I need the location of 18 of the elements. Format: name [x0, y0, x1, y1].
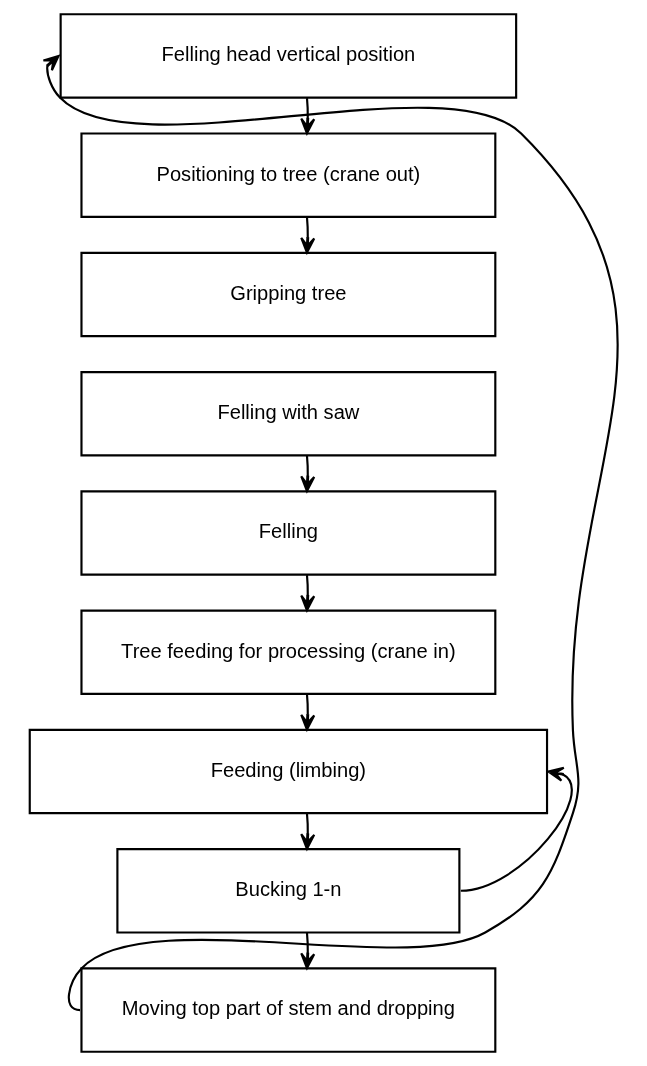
- node-box: Tree feeding for processing (crane in): [79, 609, 496, 695]
- arrow: [299, 98, 315, 135]
- node-box: Gripping tree: [79, 251, 496, 338]
- arrow: [299, 217, 315, 254]
- node-box: Moving top part of stem and dropping: [79, 967, 496, 1053]
- node-box: Positioning to tree (crane out): [79, 132, 496, 218]
- node-box: Felling: [79, 490, 496, 576]
- arrow: [460, 766, 573, 892]
- arrow: [299, 694, 315, 731]
- node-box: Felling with saw: [79, 371, 496, 457]
- node-box: Bucking 1-n: [115, 848, 460, 934]
- arrow: [41, 54, 618, 1011]
- arrow: [299, 455, 315, 493]
- arrow: [299, 575, 315, 612]
- arrow: [299, 813, 315, 850]
- node-box: Felling head vertical position: [59, 13, 517, 99]
- arrow: [299, 932, 315, 970]
- node-box: Feeding (limbing): [28, 728, 548, 815]
